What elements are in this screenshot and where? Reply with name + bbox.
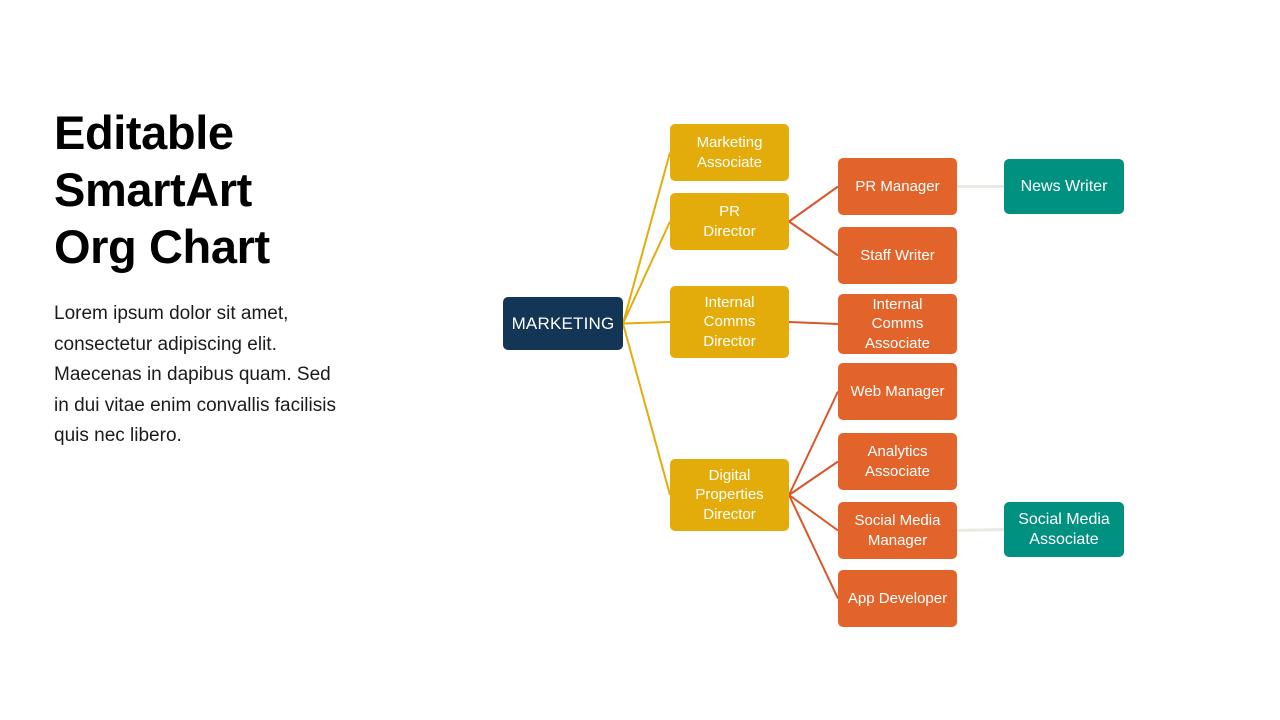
org-node-analytics-associate[interactable]: Analytics Associate — [838, 433, 957, 490]
connector-digital-properties-director-to-web-manager — [788, 391, 839, 496]
connector-marketing-to-marketing-associate — [622, 152, 671, 324]
connector-digital-properties-director-to-app-developer — [788, 494, 839, 599]
org-node-marketing-associate[interactable]: Marketing Associate — [670, 124, 789, 181]
org-node-digital-properties-director[interactable]: Digital Properties Director — [670, 459, 789, 531]
org-node-app-developer[interactable]: App Developer — [838, 570, 957, 627]
connector-marketing-to-digital-properties-director — [622, 323, 671, 496]
org-node-pr-manager[interactable]: PR Manager — [838, 158, 957, 215]
org-node-news-writer[interactable]: News Writer — [1004, 159, 1124, 214]
connector-digital-properties-director-to-social-media-manager — [788, 494, 839, 532]
page-title: Editable SmartArt Org Chart — [54, 106, 270, 273]
org-node-internal-comms-director[interactable]: Internal Comms Director — [670, 286, 789, 358]
connector-pr-director-to-staff-writer — [788, 220, 839, 257]
org-node-web-manager[interactable]: Web Manager — [838, 363, 957, 420]
connector-internal-comms-director-to-internal-comms-associate — [788, 321, 839, 325]
connector-pr-director-to-pr-manager — [788, 185, 839, 223]
org-node-staff-writer[interactable]: Staff Writer — [838, 227, 957, 284]
org-node-pr-director[interactable]: PR Director — [670, 193, 789, 250]
connector-marketing-to-pr-director — [622, 221, 671, 324]
org-node-social-media-associate[interactable]: Social Media Associate — [1004, 502, 1124, 557]
org-node-social-media-manager[interactable]: Social Media Manager — [838, 502, 957, 559]
org-node-marketing[interactable]: MARKETING — [503, 297, 623, 350]
connector-digital-properties-director-to-analytics-associate — [788, 460, 839, 496]
connector-social-media-manager-to-social-media-associate — [956, 528, 1005, 532]
slide-text-column: Editable SmartArt Org Chart Lorem ipsum … — [54, 104, 414, 452]
slide-body-text: Lorem ipsum dolor sit amet, consectetur … — [54, 303, 336, 447]
org-node-internal-comms-associate[interactable]: Internal Comms Associate — [838, 294, 957, 354]
connector-marketing-to-internal-comms-director — [622, 321, 671, 325]
